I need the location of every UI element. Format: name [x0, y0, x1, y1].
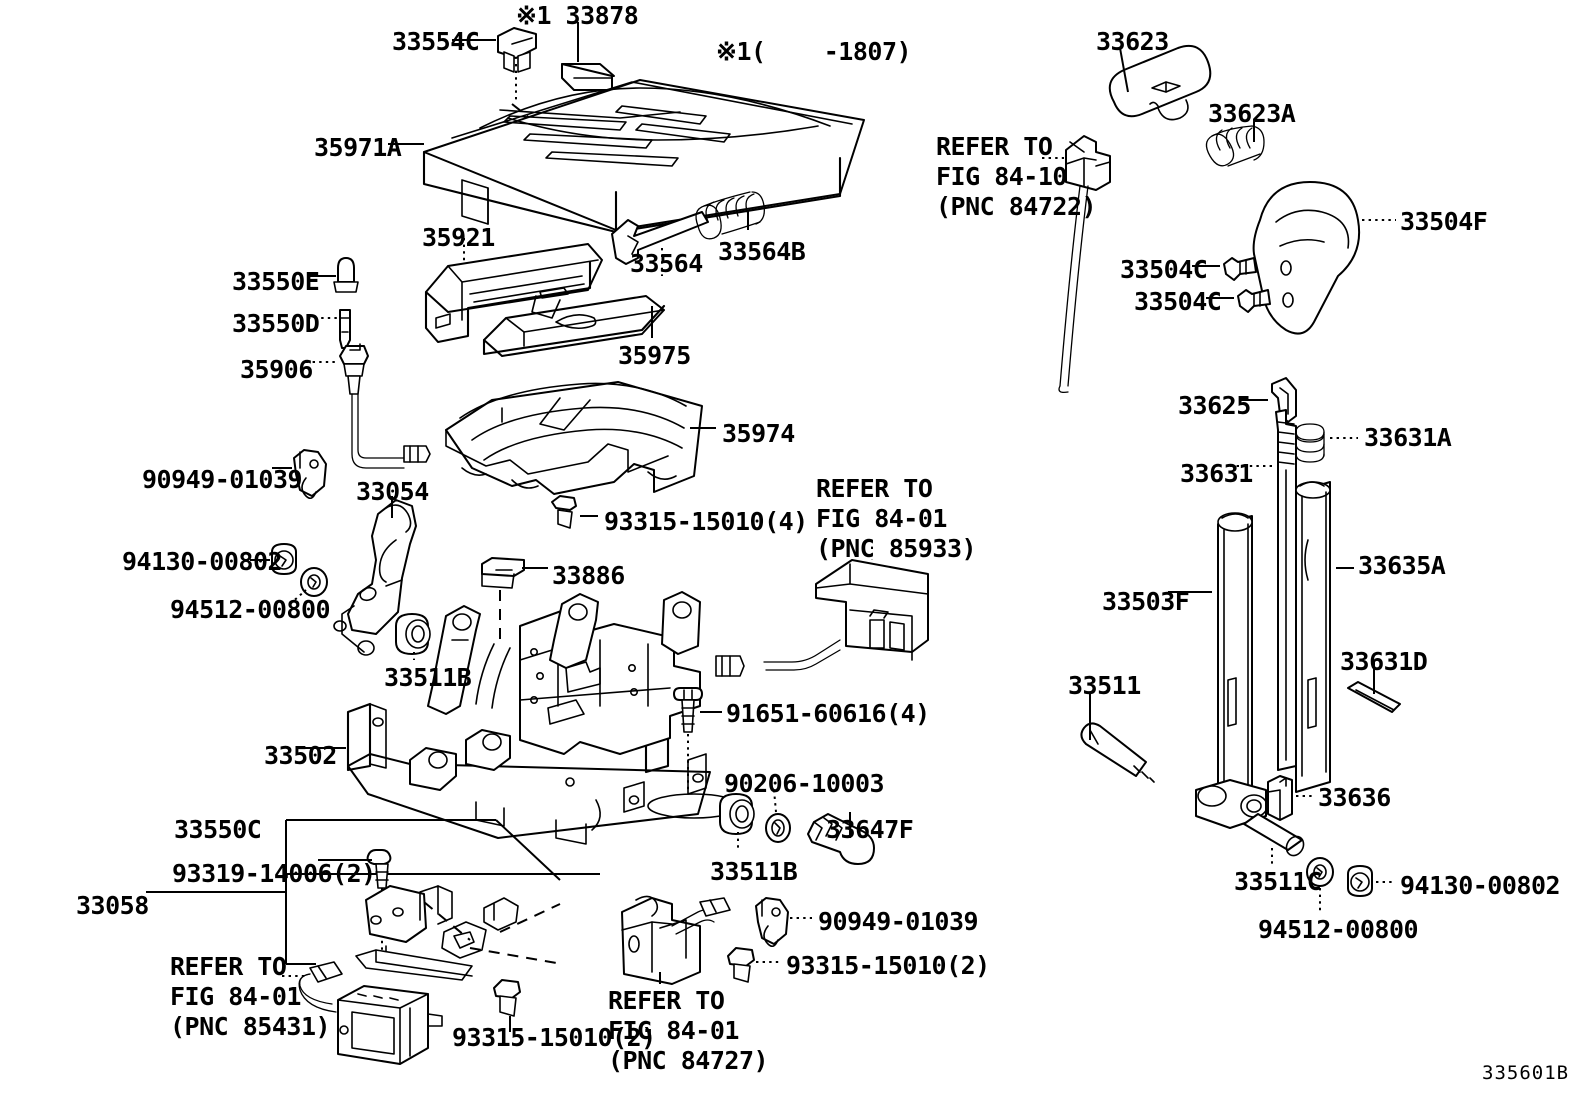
part-33623a-spring — [1205, 122, 1265, 167]
part-label-33623A: 33623A — [1208, 99, 1296, 128]
part-label-94512-00800-a: 94512-00800 — [170, 595, 331, 624]
part-label-33631D: 33631D — [1340, 647, 1428, 676]
part-label-33058: 33058 — [76, 891, 149, 920]
part-label-33647F: 33647F — [826, 815, 914, 844]
part-label-33503F: 33503F — [1102, 587, 1190, 616]
part-label-90949-01039-a: 90949-01039 — [142, 465, 303, 494]
part-33564b-spring — [695, 191, 765, 240]
part-label-33623: 33623 — [1096, 27, 1169, 56]
part-33058-group-brace — [146, 819, 600, 965]
part-label-33511B-a: 33511B — [384, 663, 472, 692]
part-85933-module — [715, 540, 929, 677]
part-label-33504C-a: 33504C — [1120, 255, 1208, 284]
part-label-33054: 33054 — [356, 477, 429, 506]
part-33503f-inner-tube — [1168, 512, 1268, 829]
part-35906-switch — [306, 343, 431, 469]
part-90206-10003-washer — [765, 789, 791, 843]
part-label-93315-15010-2-b: 93315-15010(2) — [786, 951, 990, 980]
part-33554c-clip — [452, 27, 537, 73]
part-label-93319-14006-2: 93319-14006(2) — [172, 859, 376, 888]
part-33631-rod — [1230, 409, 1297, 771]
part-label-33625: 33625 — [1178, 391, 1251, 420]
part-label-33886: 33886 — [552, 561, 625, 590]
part-label-33504C-b: 33504C — [1134, 287, 1222, 316]
part-94130-00802-nut-right — [1347, 865, 1394, 897]
part-94130-00802-nut-left — [250, 543, 297, 575]
part-label-33554C: 33554C — [392, 27, 480, 56]
part-33550c-bracket-bottom — [355, 885, 563, 981]
part-label-refer-85933: REFER TO FIG 84-01 (PNC 85933) — [816, 474, 977, 563]
figure-id: 335601B — [1482, 1062, 1570, 1084]
part-label-33511: 33511 — [1068, 671, 1141, 700]
part-label-33636: 33636 — [1318, 783, 1391, 812]
part-label-refer-84727: REFER TO FIG 84-01 (PNC 84727) — [608, 986, 769, 1075]
part-33550e-grommet — [308, 257, 359, 293]
part-35975-plate — [482, 295, 666, 357]
part-label-33504F: 33504F — [1400, 207, 1488, 236]
part-label-93315-15010-2-a: 93315-15010(2) — [452, 1023, 656, 1052]
part-33504c-screw-b — [1206, 289, 1271, 313]
part-label-35971A: 35971A — [314, 133, 402, 162]
part-35921-cover — [424, 238, 603, 344]
part-label-35906: 35906 — [240, 355, 313, 384]
part-label-33511C: 33511C — [1234, 867, 1322, 896]
part-33631d-pin — [1347, 660, 1401, 713]
part-33625-pin — [1240, 377, 1297, 423]
part-33623-button — [1108, 44, 1212, 121]
part-33511b-bushing-right — [719, 793, 755, 850]
part-93315-15010-2-screw-left — [493, 979, 521, 1032]
part-33635a-outer-tube — [1295, 481, 1354, 793]
part-label-refer-84722: REFER TO FIG 84-10 (PNC 84722) — [936, 132, 1097, 221]
part-label-note1: ※1( -1807) — [716, 37, 912, 66]
part-label-35975: 35975 — [618, 341, 691, 370]
part-90949-01039-clip-upper — [272, 449, 327, 500]
part-label-94130-00802-b: 94130-00802 — [1400, 871, 1561, 900]
part-33504c-screw-a — [1192, 257, 1257, 281]
part-label-33631A: 33631A — [1364, 423, 1452, 452]
part-84722-connector — [1042, 135, 1111, 394]
part-93315-15010-4-screw — [551, 495, 598, 529]
part-label-33502: 33502 — [264, 741, 337, 770]
part-label-35974: 35974 — [722, 419, 795, 448]
part-33504f-knob — [1252, 181, 1396, 335]
part-90949-01039-clip-lower — [755, 897, 812, 948]
part-93315-15010-2-screw-right — [727, 947, 780, 983]
part-33502-bracket-assembly — [304, 591, 741, 845]
part-label-94130-00802-a: 94130-00802 — [122, 547, 283, 576]
part-33511-bolt — [1080, 692, 1155, 783]
part-label-33878: ※1 33878 — [516, 1, 639, 30]
part-35971a-cover — [388, 79, 865, 234]
part-label-90949-01039-b: 90949-01039 — [818, 907, 979, 936]
part-33511b-bushing-left — [395, 613, 431, 660]
part-label-91651-60616-4: 91651-60616(4) — [726, 699, 930, 728]
part-label-33564: 33564 — [630, 249, 703, 278]
part-label-33635A: 33635A — [1358, 551, 1446, 580]
part-label-93315-15010-4: 93315-15010(4) — [604, 507, 808, 536]
part-33878-pad — [561, 22, 615, 91]
part-label-33550D: 33550D — [232, 309, 320, 338]
part-33511c-sleeve — [1243, 813, 1305, 866]
part-label-33564B: 33564B — [718, 237, 806, 266]
part-label-33511B-b: 33511B — [710, 857, 798, 886]
part-label-33550E: 33550E — [232, 267, 320, 296]
part-94512-00800-washer-left — [289, 567, 328, 605]
part-33054-bracket — [333, 496, 417, 656]
part-label-90206-10003: 90206-10003 — [724, 769, 885, 798]
part-33647f-knob — [807, 812, 875, 865]
part-35974-cover — [445, 381, 716, 495]
part-label-33631: 33631 — [1180, 459, 1253, 488]
part-94512-00800-washer-right — [1306, 857, 1334, 912]
part-label-refer-85431: REFER TO FIG 84-01 (PNC 85431) — [170, 952, 331, 1041]
part-85431-module — [282, 961, 443, 1065]
part-label-94512-00800-b: 94512-00800 — [1258, 915, 1419, 944]
part-33636-clip — [1267, 775, 1314, 821]
part-33886-clip — [481, 557, 548, 640]
part-84727-module — [621, 895, 731, 985]
part-label-33550C: 33550C — [174, 815, 262, 844]
part-91651-60616-bolt — [673, 687, 722, 790]
part-33631a-spring — [1295, 423, 1358, 463]
part-label-35921: 35921 — [422, 223, 495, 252]
